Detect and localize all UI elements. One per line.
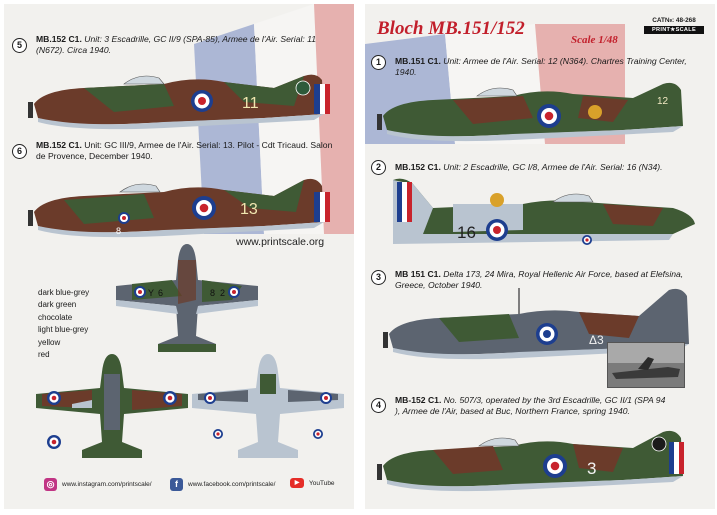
website-link[interactable]: www.printscale.org <box>236 236 325 248</box>
brand-logo: PRINT★SCALE <box>644 26 704 34</box>
aircraft-3-fuselage-code: Δ3 <box>589 333 604 347</box>
aircraft-plan-view-left <box>36 354 188 458</box>
aircraft-6-side-view: 13 8 <box>28 178 330 238</box>
upper-wing-digit: 6 <box>158 288 163 298</box>
photo-content <box>608 343 684 379</box>
right-decal-sheet: Bloch MB.151/152 Scale 1/48 CAT№: 48-268… <box>365 4 715 509</box>
upper-wing-digit-3: 2 <box>220 288 225 298</box>
historical-photo <box>607 342 685 388</box>
entry-4-caption: MB-152 C1. No. 507/3, operated by the 3r… <box>395 395 666 416</box>
entry-number-1: 1 <box>371 55 386 70</box>
entry-1-caption: MB.151 C1. Unit: Armee de l'Air. Serial:… <box>395 56 687 77</box>
entry-number-2: 2 <box>371 160 386 175</box>
aircraft-5-side-view: 11 <box>28 74 330 130</box>
legend-item: chocolate <box>38 312 73 322</box>
aircraft-1-tail-number: 12 <box>657 96 669 107</box>
entry-number-4: 4 <box>371 398 386 413</box>
legend-item: dark green <box>38 300 77 310</box>
legend-item: yellow <box>38 337 61 347</box>
aircraft-2-side-view: 16 <box>393 178 695 245</box>
youtube-link[interactable]: ▶ YouTube <box>290 478 335 488</box>
entry-6-caption: MB.152 C1. Unit: GC III/9, Armee de l'Ai… <box>36 140 333 161</box>
aircraft-4-fuselage-number: 3 <box>587 459 596 478</box>
legend-item: red <box>38 350 50 360</box>
aircraft-2-fuselage-number: 16 <box>457 223 476 242</box>
instagram-icon: ◎ <box>44 478 57 491</box>
entry-number-5: 5 <box>12 38 27 53</box>
left-decal-sheet: 5 MB.152 C1. Unit: 3 Escadrille, GC II/9… <box>4 4 354 509</box>
catalog-number: CAT№: 48-268 PRINT★SCALE <box>644 17 704 34</box>
entry-5-caption: MB.152 C1. Unit: 3 Escadrille, GC II/9 (… <box>36 34 317 55</box>
legend-item: dark blue-grey <box>38 288 90 297</box>
youtube-icon: ▶ <box>290 478 304 488</box>
entry-3-caption: MB 151 C1. Delta 173, 24 Mira, Royal Hel… <box>395 269 684 290</box>
aircraft-1-side-view: 12 <box>377 82 683 142</box>
aircraft-6-tail-number: 13 <box>240 201 258 218</box>
legend-item: light blue-grey <box>38 325 89 335</box>
color-legend: dark blue-grey dark green chocolate ligh… <box>38 287 89 361</box>
aircraft-6-nose-number: 8 <box>116 226 121 236</box>
aircraft-3-side-view: Δ3 <box>383 288 689 360</box>
aircraft-plan-view-right <box>192 354 344 458</box>
facebook-icon: f <box>170 478 183 491</box>
entry-2-caption: MB.152 C1. Unit: 2 Escadrille, GC I/8, A… <box>395 162 663 172</box>
facebook-link[interactable]: f www.facebook.com/printscale/ <box>170 478 275 491</box>
aircraft-4-side-view: 3 <box>377 430 684 492</box>
entry-number-6: 6 <box>12 144 27 159</box>
sheet-title: Bloch MB.151/152 <box>377 18 525 39</box>
upper-wing-digit-2: 8 <box>210 288 215 298</box>
aircraft-plan-view-top: Y 6 8 2 <box>116 244 258 352</box>
upper-wing-letter: Y <box>148 288 154 298</box>
entry-number-3: 3 <box>371 270 386 285</box>
aircraft-5-tail-number: 11 <box>242 95 259 112</box>
scale-label: Scale 1/48 <box>571 34 618 46</box>
instagram-link[interactable]: ◎ www.instagram.com/printscale/ <box>44 478 152 491</box>
